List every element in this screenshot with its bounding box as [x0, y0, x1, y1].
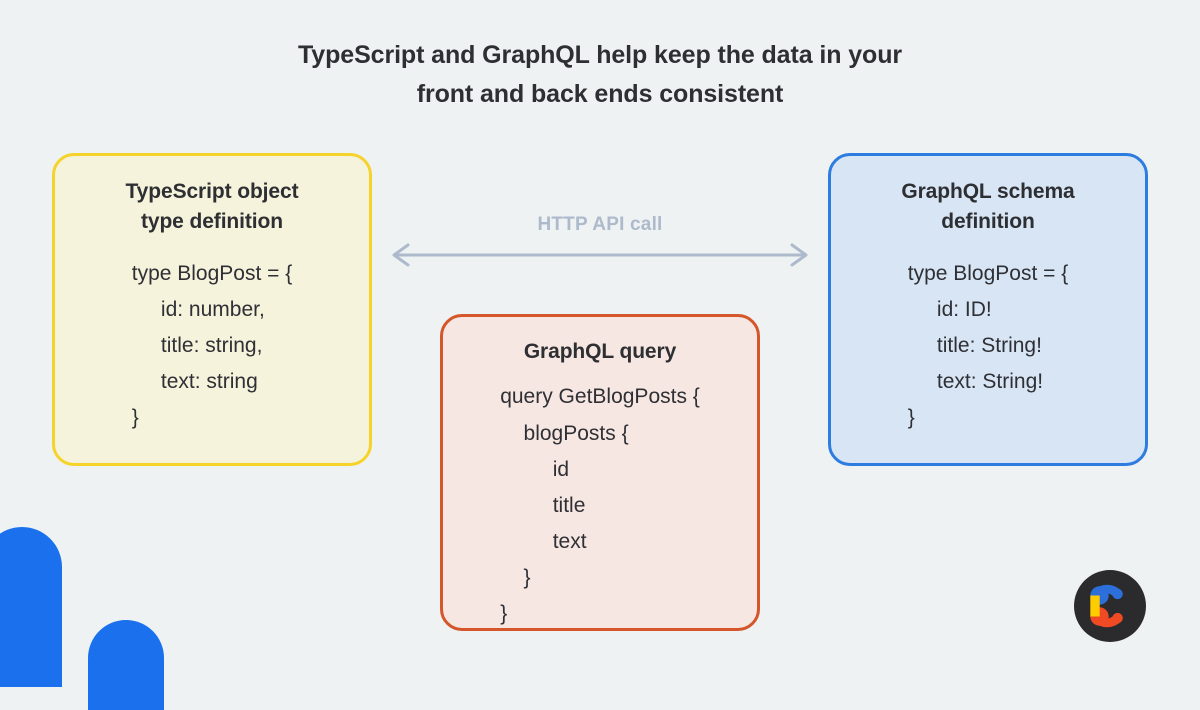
- page-title-line-1: TypeScript and GraphQL help keep the dat…: [297, 41, 902, 69]
- page-title-line-2: front and back ends consistent: [416, 79, 784, 108]
- typescript-card-title: TypeScript object type definition: [126, 177, 299, 238]
- http-api-call-label: HTTP API call: [537, 214, 663, 235]
- decorative-blue-shape-round: [88, 620, 164, 710]
- graphql-schema-card-title: GraphQL schema definition: [901, 177, 1074, 238]
- page-title: TypeScript and GraphQL help keep the dat…: [0, 36, 1200, 114]
- graphql-query-card-title-line-1: GraphQL query: [523, 340, 677, 363]
- graphql-query-card: GraphQL query query GetBlogPosts { blogP…: [440, 314, 760, 631]
- typescript-card-title-line-1: TypeScript object: [125, 180, 299, 203]
- graphql-schema-card-title-line-2: definition: [941, 210, 1035, 234]
- decorative-blue-shape-tall: [0, 527, 62, 687]
- contentful-c-mark-icon: [1090, 584, 1123, 628]
- graphql-schema-card-title-line-1: GraphQL schema: [901, 180, 1075, 203]
- graphql-query-card-title: GraphQL query: [524, 337, 676, 367]
- contentful-logo: [1074, 570, 1146, 642]
- bidirectional-arrow-icon: [392, 243, 808, 267]
- typescript-card: TypeScript object type definition type B…: [52, 153, 372, 466]
- typescript-code-block: type BlogPost = { id: number, title: str…: [131, 261, 293, 430]
- graphql-query-code-block: query GetBlogPosts { blogPosts { id titl…: [500, 385, 700, 626]
- typescript-card-title-line-2: type definition: [140, 210, 283, 234]
- graphql-schema-card: GraphQL schema definition type BlogPost …: [828, 153, 1148, 466]
- http-api-connector: HTTP API call: [386, 214, 814, 270]
- graphql-schema-code-block: type BlogPost = { id: ID! title: String!…: [907, 261, 1069, 430]
